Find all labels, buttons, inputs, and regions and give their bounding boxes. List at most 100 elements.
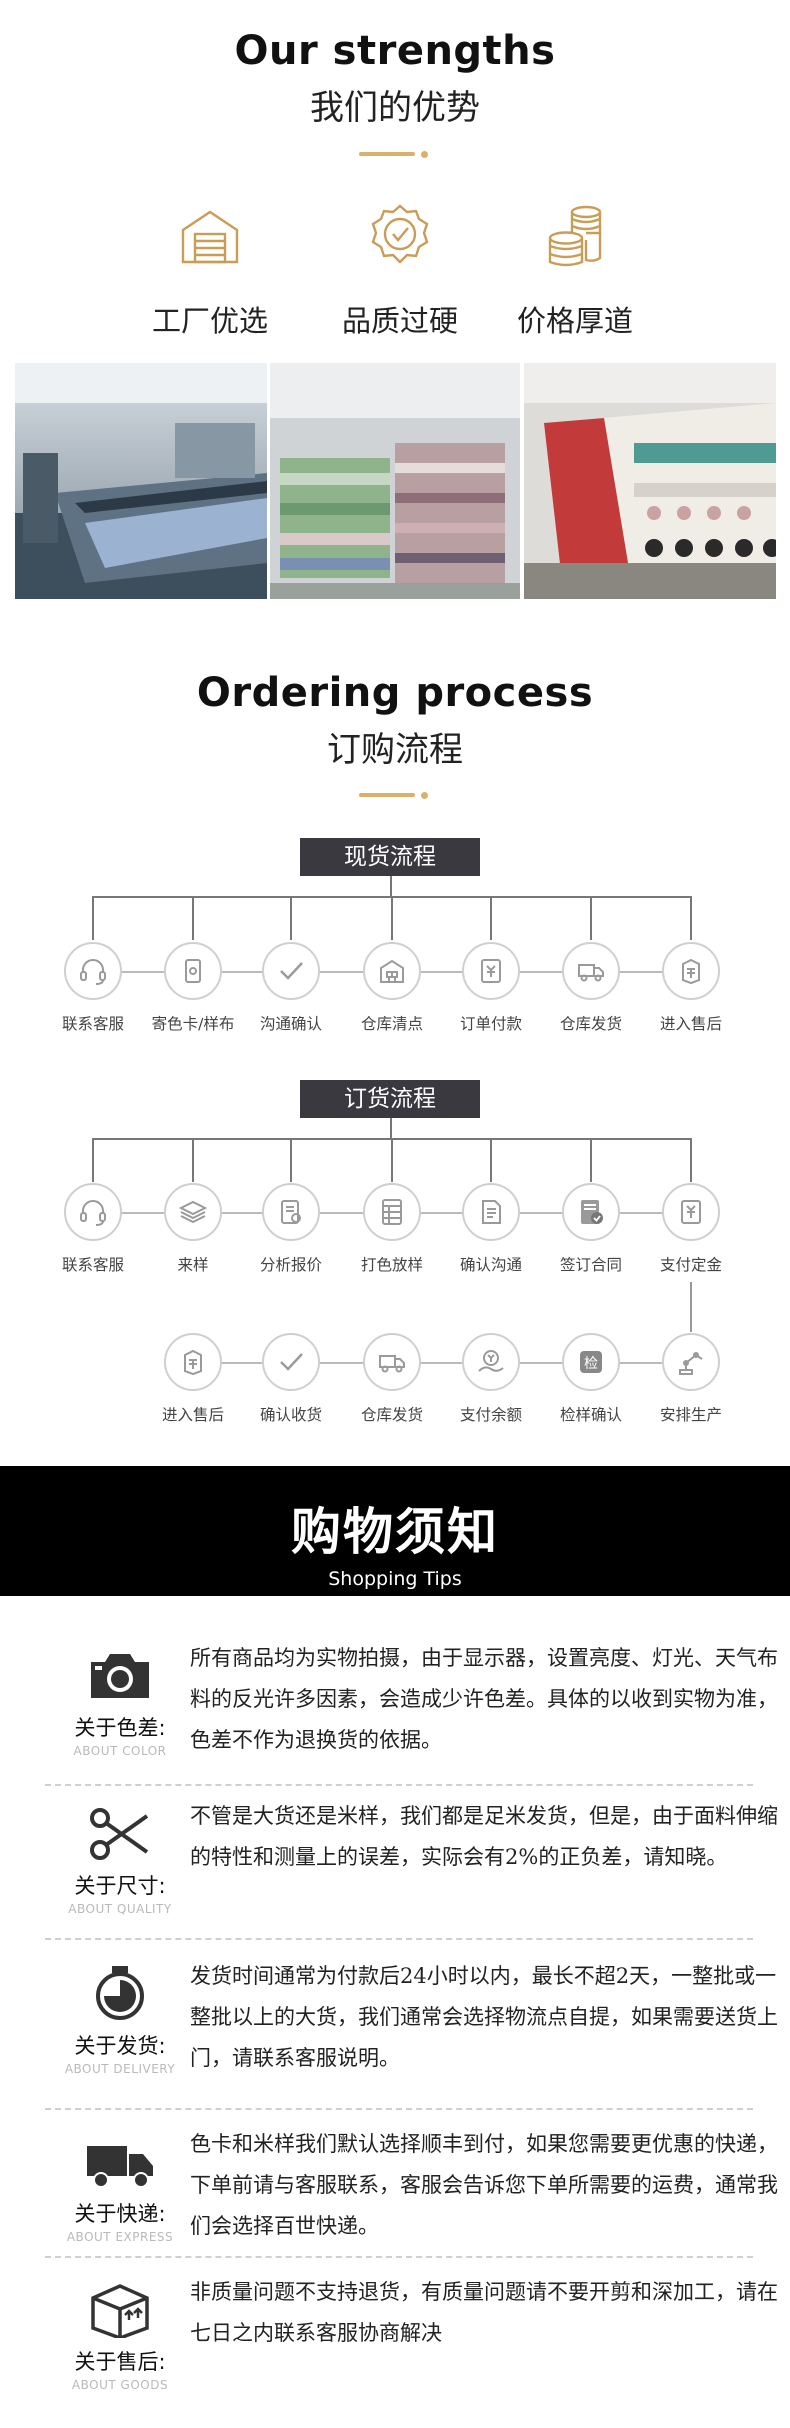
- tip-text: 色卡和米样我们默认选择顺丰到付，如果您需要更优惠的快递，下单前请与客服联系，客服…: [190, 2132, 778, 2238]
- coins-icon: [540, 200, 610, 270]
- process-step: 订单付款: [431, 942, 551, 1034]
- tip-title: 关于尺寸:: [74, 1874, 166, 1898]
- process-step-label: 检样确认: [559, 1406, 622, 1424]
- inspection-icon: 检: [562, 1333, 620, 1391]
- process-step: 确认收货: [231, 1333, 351, 1425]
- tip-subtitle: ABOUT EXPRESS: [66, 2230, 174, 2244]
- factory-icon: [175, 200, 245, 270]
- process-step: 仓库清点: [332, 942, 452, 1034]
- contract-icon: [562, 1183, 620, 1241]
- process-step-label: 联系客服: [61, 1015, 124, 1033]
- tip-subtitle: ABOUT QUALITY: [68, 1902, 172, 1916]
- divider: [45, 1784, 753, 1786]
- factory-photo-spinning: [524, 363, 776, 599]
- tips-title-cn: 购物须知: [291, 1503, 499, 1561]
- strengths-header: Our strengths 我们的优势: [0, 28, 790, 129]
- title-divider: [0, 791, 790, 799]
- tip-text: 发货时间通常为付款后24小时以内，最长不超2天，一整批或一整批以上的大货，我们通…: [190, 1964, 778, 2070]
- process-step: 进入售后: [133, 1333, 253, 1425]
- process-step-label: 确认沟通: [459, 1256, 522, 1274]
- scissors-icon: [85, 1806, 155, 1862]
- quote-sheet-icon: [262, 1183, 320, 1241]
- tip-subtitle: ABOUT COLOR: [73, 1744, 167, 1758]
- tip-title: 关于快递:: [74, 2202, 166, 2226]
- process-step: 仓库发货: [531, 942, 651, 1034]
- after-sales-icon: [164, 1333, 222, 1391]
- strength-price: 价格厚道: [455, 200, 695, 340]
- ordering-title-en: Ordering process: [196, 670, 594, 716]
- custom-process-label: 订货流程: [300, 1080, 480, 1118]
- layers-icon: [164, 1183, 222, 1241]
- process-step-label: 签订合同: [559, 1256, 622, 1274]
- checkmark-icon: [262, 942, 320, 1000]
- process-step: 安排生产: [631, 1333, 751, 1425]
- warehouse-icon: [363, 942, 421, 1000]
- process-step-label: 分析报价: [259, 1256, 322, 1274]
- factory-photo-fabric-rolls: [270, 363, 520, 599]
- process-step-label: 进入售后: [161, 1406, 224, 1424]
- process-step-label: 打色放样: [360, 1256, 423, 1274]
- process-step: 分析报价: [231, 1183, 351, 1275]
- process-step: 进入售后: [631, 942, 751, 1034]
- divider: [45, 2256, 753, 2258]
- tip-title: 关于发货:: [74, 2034, 166, 2058]
- tip-text: 所有商品均为实物拍摄，由于显示器，设置亮度、灯光、天气布料的反光许多因素，会造成…: [190, 1646, 778, 1752]
- headset-icon: [64, 942, 122, 1000]
- strength-factory: 工厂优选: [90, 200, 330, 340]
- checkmark-icon: [262, 1333, 320, 1391]
- tip-title: 关于售后:: [74, 2350, 166, 2374]
- process-step: 联系客服: [33, 942, 153, 1034]
- tip-text: 不管是大货还是米样，我们都是足米发货，但是，由于面料伸缩的特性和测量上的误差，实…: [190, 1804, 778, 1869]
- svg-text:检: 检: [584, 1356, 598, 1372]
- document-icon: [462, 1183, 520, 1241]
- strength-label: 价格厚道: [516, 304, 633, 338]
- truck-icon: [363, 1333, 421, 1391]
- process-step-label: 仓库发货: [360, 1406, 423, 1424]
- process-step: 寄色卡/样布: [133, 942, 253, 1034]
- process-step-label: 仓库清点: [360, 1015, 423, 1033]
- process-step-label: 支付余额: [459, 1406, 522, 1424]
- tip-subtitle: ABOUT DELIVERY: [64, 2062, 176, 2076]
- divider: [45, 2108, 753, 2110]
- tips-title-en: Shopping Tips: [328, 1568, 462, 1590]
- ordering-header: Ordering process 订购流程: [0, 670, 790, 771]
- truck-icon: [562, 942, 620, 1000]
- process-step-label: 来样: [177, 1256, 209, 1274]
- headset-icon: [64, 1183, 122, 1241]
- tip-title: 关于色差:: [74, 1716, 166, 1740]
- robot-arm-icon: [662, 1333, 720, 1391]
- strengths-title-cn: 我们的优势: [310, 88, 480, 128]
- color-grid-icon: [363, 1183, 421, 1241]
- process-step: 仓库发货: [332, 1333, 452, 1425]
- balance-payment-icon: [462, 1333, 520, 1391]
- deposit-icon: [662, 1183, 720, 1241]
- ordering-title-cn: 订购流程: [327, 730, 463, 770]
- spot-process-label: 现货流程: [300, 838, 480, 876]
- process-step-label: 安排生产: [659, 1406, 722, 1424]
- camera-icon: [85, 1648, 155, 1704]
- after-sales-icon: [662, 942, 720, 1000]
- strength-label: 工厂优选: [151, 304, 268, 338]
- payment-icon: [462, 942, 520, 1000]
- process-step: 确认沟通: [431, 1183, 551, 1275]
- strength-label: 品质过硬: [341, 304, 458, 338]
- tip-subtitle: ABOUT GOODS: [71, 2378, 169, 2392]
- strengths-title-en: Our strengths: [234, 28, 556, 74]
- process-step: 检检样确认: [531, 1333, 651, 1425]
- process-step: 沟通确认: [231, 942, 351, 1034]
- process-step-label: 仓库发货: [559, 1015, 622, 1033]
- tip-text: 非质量问题不支持退货，有质量问题请不要开剪和深加工，请在七日之内联系客服协商解决: [190, 2280, 778, 2345]
- shopping-tips-banner: 购物须知 Shopping Tips: [0, 1466, 790, 1596]
- process-step-label: 进入售后: [659, 1015, 722, 1033]
- quality-badge-icon: [365, 200, 435, 270]
- box-icon: [85, 2282, 155, 2340]
- strength-quality: 品质过硬: [280, 200, 520, 340]
- process-step-label: 寄色卡/样布: [151, 1015, 235, 1033]
- delivery-truck-icon: [85, 2134, 155, 2190]
- process-step: 打色放样: [332, 1183, 452, 1275]
- process-step: 支付余额: [431, 1333, 551, 1425]
- process-step-label: 支付定金: [659, 1256, 722, 1274]
- process-step: 联系客服: [33, 1183, 153, 1275]
- process-step-label: 订单付款: [459, 1015, 522, 1033]
- process-step-label: 沟通确认: [259, 1015, 322, 1033]
